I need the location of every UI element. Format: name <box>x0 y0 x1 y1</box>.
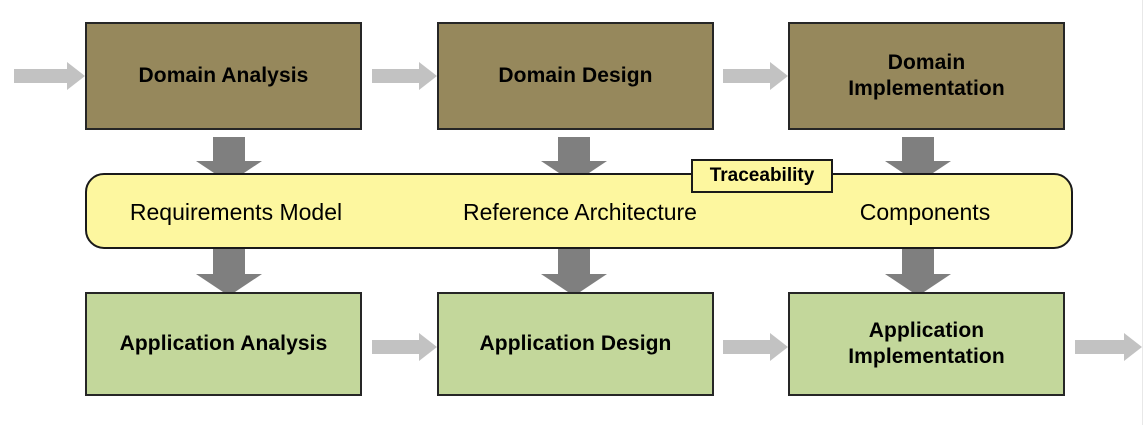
derive-arrow-requirements-model-to-application-analysis <box>196 249 262 296</box>
arrow-head <box>541 274 607 296</box>
artifact-label-components: Components <box>859 199 991 225</box>
process-box-domain-design[interactable]: Domain Design <box>437 22 714 130</box>
arrow-shaft <box>902 137 934 161</box>
artifact-label-reference-architecture: Reference Architecture <box>463 199 697 225</box>
arrow-shaft <box>558 137 590 161</box>
process-box-application-implementation[interactable]: Application Implementation <box>788 292 1065 396</box>
artifact-bar[interactable] <box>85 173 1073 249</box>
arrow-shaft <box>213 137 245 161</box>
arrow-head <box>419 333 437 361</box>
process-box-label: Application Implementation <box>848 318 1005 369</box>
arrow-head <box>196 274 262 296</box>
arrow-shaft <box>723 340 770 354</box>
arrow-shaft <box>213 249 245 274</box>
process-box-domain-implementation[interactable]: Domain Implementation <box>788 22 1065 130</box>
traceability-callout[interactable]: Traceability <box>691 159 833 193</box>
process-box-label: Domain Implementation <box>848 50 1005 101</box>
arrow-shaft <box>1075 340 1124 354</box>
arrow-shaft <box>372 69 419 83</box>
process-box-label: Domain Analysis <box>138 64 309 88</box>
arrow-head <box>885 274 951 296</box>
arrow-head <box>1124 333 1142 361</box>
arrow-head <box>67 62 85 90</box>
process-box-label: Domain Design <box>498 64 653 88</box>
arrow-head <box>770 62 788 90</box>
arrow-head <box>770 333 788 361</box>
process-box-label: Application Design <box>479 332 672 356</box>
arrow-head <box>419 62 437 90</box>
process-box-label-line1: Application <box>868 319 985 343</box>
process-box-label-line1: Domain <box>887 51 966 75</box>
process-box-label-line2: Implementation <box>848 345 1005 368</box>
process-box-label-line2: Implementation <box>848 77 1005 100</box>
arrow-shaft <box>558 249 590 274</box>
canvas-right-border <box>1142 0 1143 425</box>
derive-arrow-reference-architecture-to-application-design <box>541 249 607 296</box>
flow-arrow-outflow-application-implementation <box>1075 333 1142 361</box>
process-box-label: Application Analysis <box>119 332 328 356</box>
flow-arrow-application-design-to-application-implementation <box>723 333 788 361</box>
process-box-application-analysis[interactable]: Application Analysis <box>85 292 362 396</box>
traceability-label: Traceability <box>709 165 815 186</box>
process-box-application-design[interactable]: Application Design <box>437 292 714 396</box>
arrow-shaft <box>723 69 770 83</box>
flow-arrow-inflow-domain-analysis <box>14 62 85 90</box>
flow-arrow-domain-design-to-domain-implementation <box>723 62 788 90</box>
arrow-shaft <box>14 69 67 83</box>
artifact-label-requirements-model: Requirements Model <box>129 199 343 225</box>
derive-arrow-components-to-application-implementation <box>885 249 951 296</box>
flow-arrow-domain-analysis-to-domain-design <box>372 62 437 90</box>
process-box-domain-analysis[interactable]: Domain Analysis <box>85 22 362 130</box>
flow-arrow-application-analysis-to-application-design <box>372 333 437 361</box>
arrow-shaft <box>372 340 419 354</box>
arrow-shaft <box>902 249 934 274</box>
